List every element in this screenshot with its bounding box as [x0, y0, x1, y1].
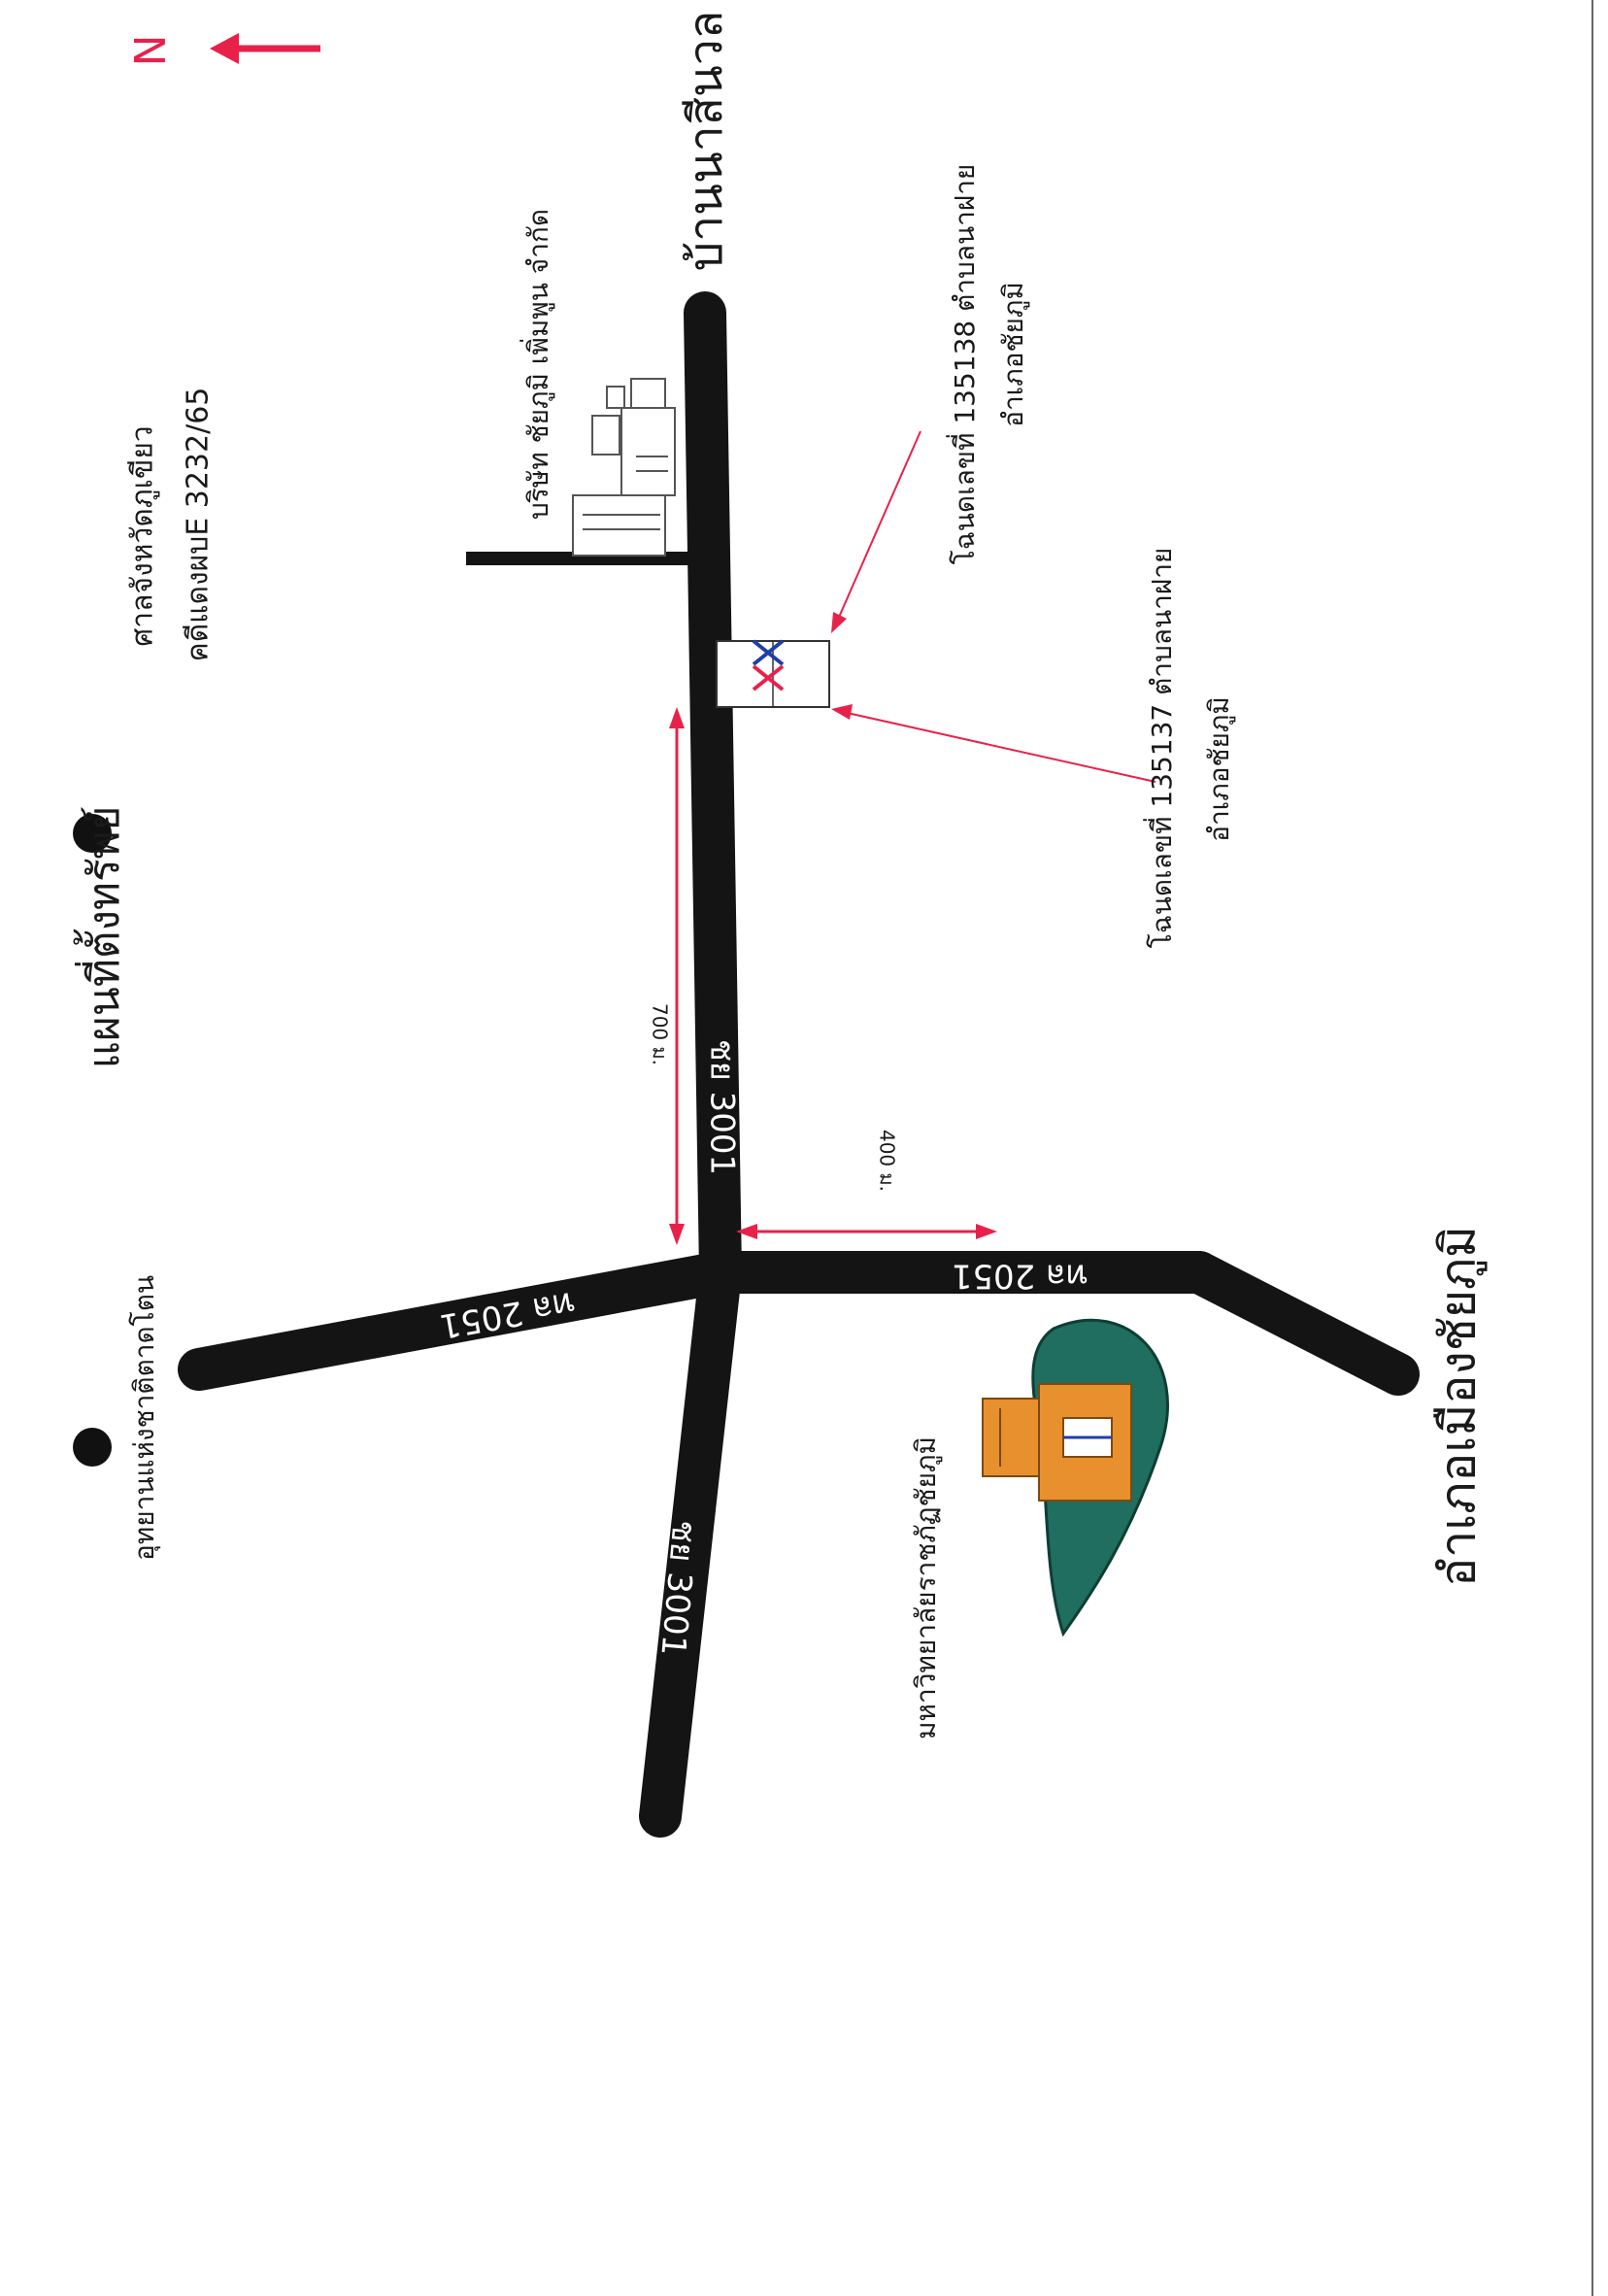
parcel-137-line2: อำเภอชัยภูมิ [1203, 696, 1236, 842]
distance-label-700: 700 ม. [649, 1003, 672, 1065]
park-bullet-icon [73, 1428, 112, 1467]
distance-arrow-700 [669, 707, 685, 1245]
road-soi-3001-lower [639, 1251, 742, 1838]
road-label-highway-right: ทล 2051 [952, 1257, 1089, 1296]
distance-arrow-400 [736, 1224, 997, 1239]
map-title: แผนที่ตั้งทรัพย์ [73, 806, 129, 1069]
road-label-soi-upper: ชย 3001 [703, 1039, 742, 1175]
road-highway-2051-bend [1178, 1251, 1420, 1396]
title-bullet-icon [73, 814, 112, 853]
case-number: คดีแดงผบE 3232/65 [182, 388, 216, 662]
company-building-icon [572, 378, 676, 557]
university-name: มหาวิทยาลัยราชภัฏชัยภูมิ [910, 1436, 943, 1739]
parcel-138-line2: อำเภอชัยภูมิ [997, 282, 1030, 427]
village-name: บ้านนาสีนวล [679, 11, 733, 271]
university-campus-icon [982, 1318, 1169, 1638]
court-name: ศาลจังหวัดภูเขียว [126, 425, 160, 647]
property-parcel [716, 639, 830, 708]
north-label: N [123, 35, 173, 67]
parcel-137-line1: โฉนดเลขที่ 135137 ตำบลนาฝาย [1143, 548, 1178, 949]
distance-label-400: 400 ม. [876, 1130, 899, 1192]
road-highway-2051-left [178, 1251, 742, 1391]
road-network [178, 291, 1420, 1838]
park-name: อุทยานแห่งชาติตาดโตน [128, 1275, 161, 1561]
district-name: อำเภอเมืองชัยภูมิ [1430, 1226, 1488, 1587]
parcel-pointer-138 [831, 430, 921, 633]
parcel-pointer-137 [831, 704, 1156, 783]
road-soi-3001-upper [684, 291, 742, 1294]
north-arrow-icon [210, 33, 320, 64]
company-name: บริษัท ชัยภูมิ เพิ่มพูน จำกัด [519, 209, 555, 520]
parcel-138-line1: โฉนดเลขที่ 135138 ตำบลนาฝาย [946, 164, 981, 565]
parcel-marker-red-icon [752, 664, 785, 692]
parcel-marker-blue-icon [752, 639, 785, 666]
